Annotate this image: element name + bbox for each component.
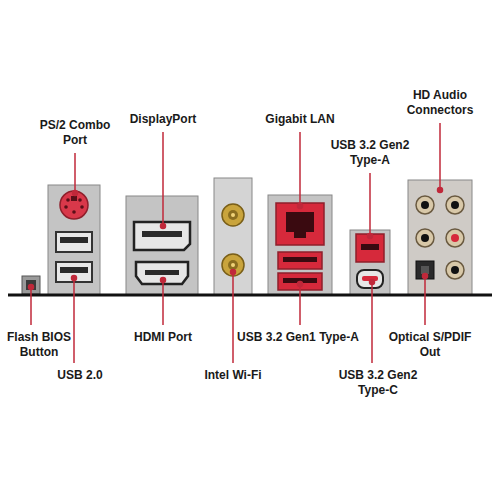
port-label: Optical S/PDIF Out (388, 330, 472, 360)
port-label: PS/2 Combo Port (35, 118, 115, 148)
port-label: USB 3.2 Gen2 Type-C (328, 368, 428, 398)
port-label: HDMI Port (121, 330, 205, 345)
port-label: DisplayPort (113, 112, 213, 127)
port-label: Gigabit LAN (250, 112, 350, 127)
port-label: Intel Wi-Fi (191, 368, 275, 383)
port-label: USB 3.2 Gen2 Type-A (324, 138, 416, 168)
port-label: USB 3.2 Gen1 Type-A (231, 330, 365, 345)
port-label: USB 2.0 (45, 368, 115, 383)
port-label: HD Audio Connectors (398, 88, 482, 118)
port-label: Flash BIOS Button (4, 330, 74, 360)
